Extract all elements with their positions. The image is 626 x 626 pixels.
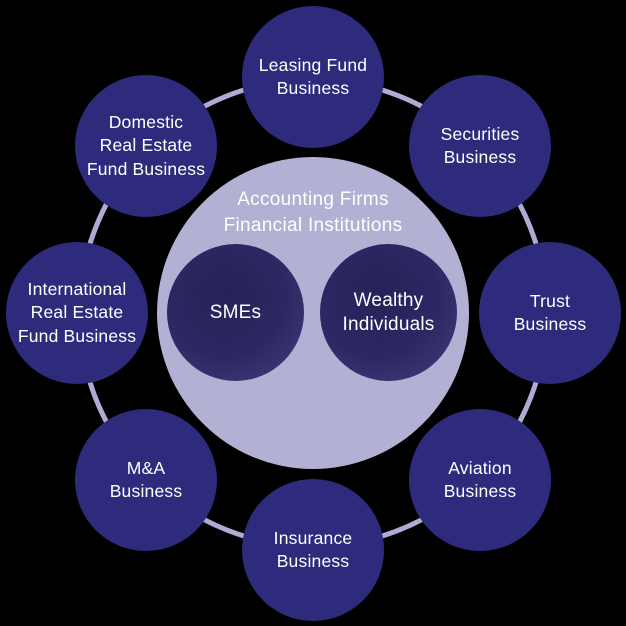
inner-circle-smes: SMEs: [167, 244, 304, 381]
node-label-trust-business: Trust Business: [513, 290, 587, 335]
node-label-insurance-business: Insurance Business: [273, 527, 353, 572]
inner-label-wealthy-individuals: Wealthy Individuals: [342, 289, 435, 335]
center-header-line2: Financial Institutions: [223, 215, 403, 236]
node-securities-business: Securities Business: [409, 75, 551, 217]
node-label-securities-business: Securities Business: [440, 123, 520, 168]
center-clients-circle: Accounting Firms Financial Institutions …: [157, 157, 469, 469]
node-label-international-real-estate-fund-business: International Real Estate Fund Business: [17, 278, 137, 346]
center-header: Accounting Firms Financial Institutions: [157, 187, 469, 239]
node-label-domestic-real-estate-fund-business: Domestic Real Estate Fund Business: [86, 111, 206, 179]
inner-label-smes: SMEs: [209, 301, 262, 323]
node-trust-business: Trust Business: [479, 242, 621, 384]
node-insurance-business: Insurance Business: [242, 479, 384, 621]
node-label-ma-business: M&A Business: [109, 457, 183, 502]
center-header-line1: Accounting Firms: [237, 189, 389, 210]
node-leasing-fund-business: Leasing Fund Business: [242, 6, 384, 148]
inner-circle-wealthy-individuals: Wealthy Individuals: [320, 244, 457, 381]
node-ma-business: M&A Business: [75, 409, 217, 551]
node-label-leasing-fund-business: Leasing Fund Business: [258, 54, 368, 99]
node-domestic-real-estate-fund-business: Domestic Real Estate Fund Business: [75, 75, 217, 217]
node-aviation-business: Aviation Business: [409, 409, 551, 551]
node-label-aviation-business: Aviation Business: [443, 457, 517, 502]
node-international-real-estate-fund-business: International Real Estate Fund Business: [6, 242, 148, 384]
